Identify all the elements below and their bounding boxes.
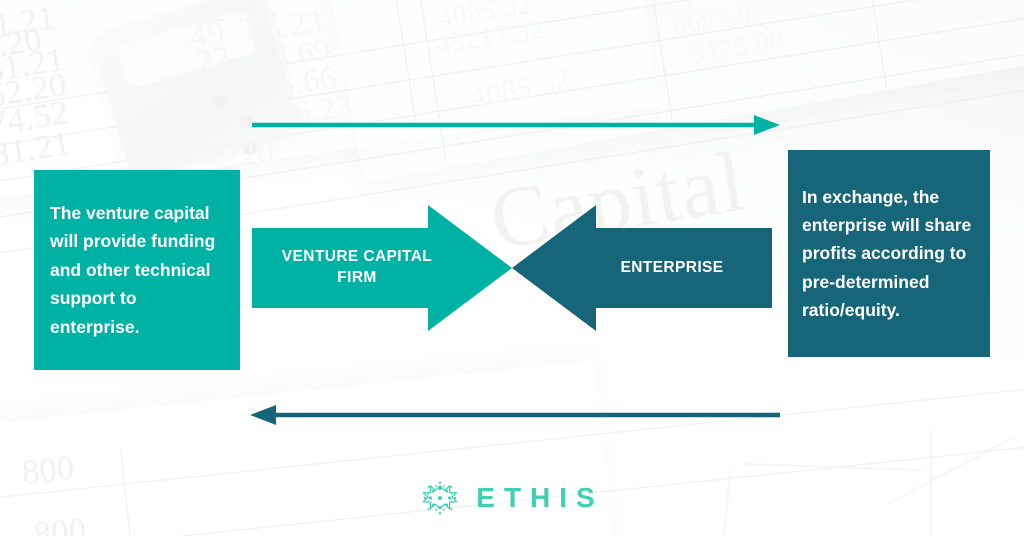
background-number: 22 [189, 0, 230, 34]
background-diagram-line [742, 462, 922, 472]
background-grid-line [647, 0, 674, 126]
venture-capital-message-card: The venture capital will provide funding… [34, 170, 240, 370]
background-grid-line [865, 0, 888, 90]
background-calculator-graphic [90, 0, 302, 182]
enterprise-chevron: ENTERPRISE [512, 205, 772, 331]
background-number: 6682.07 [670, 0, 769, 43]
background-number: 81.21 [0, 41, 68, 90]
background-number: 46.23 [245, 2, 325, 50]
venture-capital-firm-chevron: VENTURE CAPITAL FIRM [252, 205, 512, 331]
background-number: 81.21 [0, 125, 74, 174]
background-number: 45217.32 [434, 13, 547, 62]
enterprise-message-text: In exchange, the enterprise will share p… [802, 186, 972, 321]
background-number: 22 [193, 39, 234, 82]
left-pointing-chevron-icon [512, 205, 772, 331]
background-number: 74.52 [0, 94, 72, 143]
background-number: 4085.32 [467, 62, 574, 115]
background-number: 84.69 [253, 30, 333, 78]
background-grid-line [392, 0, 417, 126]
ethis-wordmark: ETHIS [476, 482, 604, 513]
top-flow-arrow [250, 114, 780, 136]
background-number: 5125.08 [688, 24, 787, 71]
background-calculator-key [244, 142, 257, 155]
background-number: 52.20 [0, 66, 70, 115]
background-number: 84. [233, 0, 280, 30]
background-grid-line [0, 0, 1024, 115]
background-number: 1.21 [0, 0, 58, 46]
ethis-floral-mark-icon [422, 481, 458, 515]
bottom-flow-arrow-icon [250, 405, 780, 425]
background-number: 4085.32 [436, 0, 535, 35]
background-calculator-key [214, 96, 227, 109]
footer-logo: ETHIS [0, 478, 1024, 518]
right-pointing-chevron-icon [252, 205, 512, 331]
background-number: .20 [0, 20, 45, 65]
venture-capital-message-text: The venture capital will provide funding… [50, 203, 216, 337]
background-number: 25.66 [259, 58, 339, 106]
background-number: 3285.26 [904, 0, 1003, 37]
background-grid-line [244, 0, 269, 120]
top-flow-arrow-icon [252, 115, 780, 135]
bottom-flow-arrow [250, 404, 780, 426]
background-number: 520 [645, 0, 694, 23]
enterprise-message-card: In exchange, the enterprise will share p… [788, 150, 990, 357]
background-number: 49 [187, 13, 228, 56]
